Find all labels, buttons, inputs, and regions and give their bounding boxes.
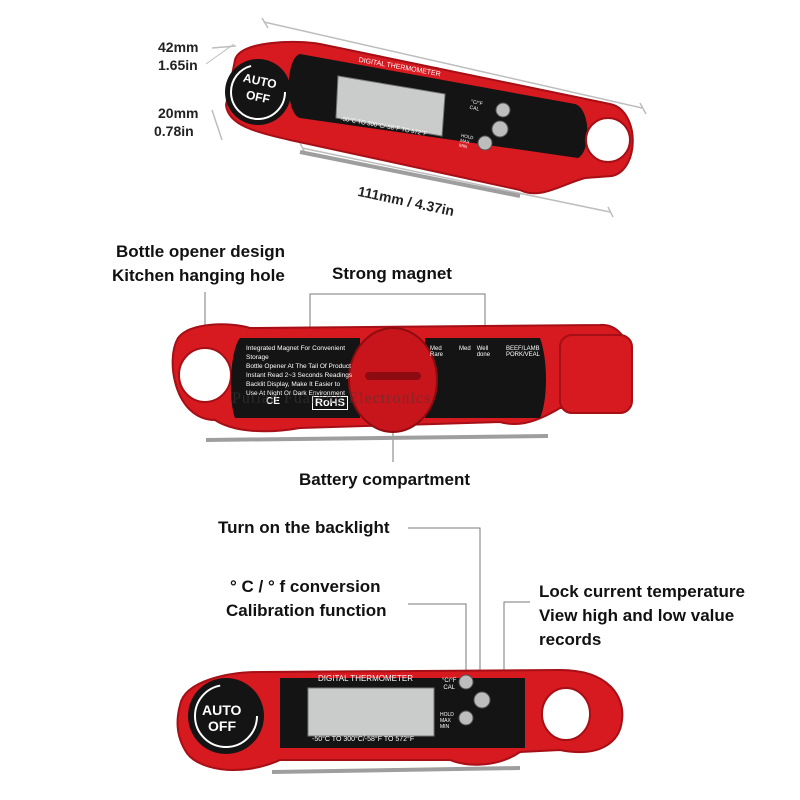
backlight-callout-line — [408, 527, 481, 698]
height-mm-label: 42mm — [158, 39, 199, 55]
bottom-bottle-hole — [541, 687, 591, 741]
doneness-meat: BEEF/LAMB PORK/VEAL — [505, 346, 540, 358]
backlight-button[interactable] — [473, 691, 491, 709]
ce-mark: CE — [266, 396, 280, 407]
total-length-line — [263, 21, 643, 109]
thickness-in-label: 0.78in — [154, 123, 194, 139]
view-records-label-2: records — [539, 630, 602, 649]
battery-label: Battery compartment — [299, 470, 470, 489]
bottle-opener-label: Bottle opener design — [116, 242, 286, 261]
bottom-probe — [271, 766, 521, 774]
probe — [299, 150, 521, 198]
rohs-mark: RoHS — [312, 396, 348, 410]
hold-button[interactable] — [458, 710, 474, 726]
probe-length-line — [301, 147, 611, 213]
doneness-med-rare: Med Rare — [430, 346, 444, 358]
cf-callout-line — [408, 603, 467, 680]
cf-button[interactable] — [458, 674, 474, 690]
battery-cover-slot — [365, 372, 421, 380]
middle-bottle-hole — [178, 347, 232, 403]
bottom-device-range: -50°C TO 300°C/-58°F TO 572°F — [312, 736, 415, 743]
thickness-mm-label: 20mm — [158, 105, 199, 121]
watermark: Putian Fuafeng Electronics — [232, 390, 432, 407]
bottom-auto-text: AUTO — [202, 702, 242, 718]
hanging-hole-label: Kitchen hanging hole — [112, 266, 285, 285]
view-records-label-1: View high and low value — [539, 606, 735, 625]
bottom-thermometer — [176, 527, 624, 774]
middle-thermometer — [171, 292, 633, 462]
top-cf-button[interactable] — [495, 102, 511, 118]
top-bottle-hole — [585, 117, 631, 163]
magnet-label: Strong magnet — [332, 264, 452, 283]
doneness-med: Med — [459, 346, 471, 352]
height-line — [211, 45, 237, 49]
height-in-label: 1.65in — [158, 57, 198, 73]
bottom-lcd — [307, 687, 435, 737]
top-thermometer-body — [224, 40, 634, 198]
middle-probe — [205, 434, 549, 442]
doneness-well: Well done — [476, 346, 491, 358]
top-hold-button[interactable] — [477, 135, 493, 151]
feature-list: Integrated Magnet For Convenient Storage… — [246, 345, 353, 397]
backlight-label: Turn on the backlight — [218, 518, 390, 537]
bottom-off-text: OFF — [208, 718, 236, 734]
top-thermometer: AUTO OFF DIGITAL THERMOMETER -50°C TO 30… — [0, 0, 800, 235]
lock-temp-label: Lock current temperature — [539, 582, 745, 601]
top-backlight-button[interactable] — [491, 120, 509, 138]
cf-conversion-label: ° C / ° f conversion — [230, 577, 381, 596]
magnet-callout-line — [309, 293, 486, 340]
calibration-label: Calibration function — [226, 601, 387, 620]
thickness-line — [211, 109, 223, 141]
doneness-chart: Med Rare Med Well done BEEF/LAMB PORK/VE… — [430, 346, 540, 358]
top-dimension-lines — [205, 17, 647, 218]
bottom-device-title: DIGITAL THERMOMETER — [318, 674, 413, 683]
top-lcd — [335, 75, 446, 137]
